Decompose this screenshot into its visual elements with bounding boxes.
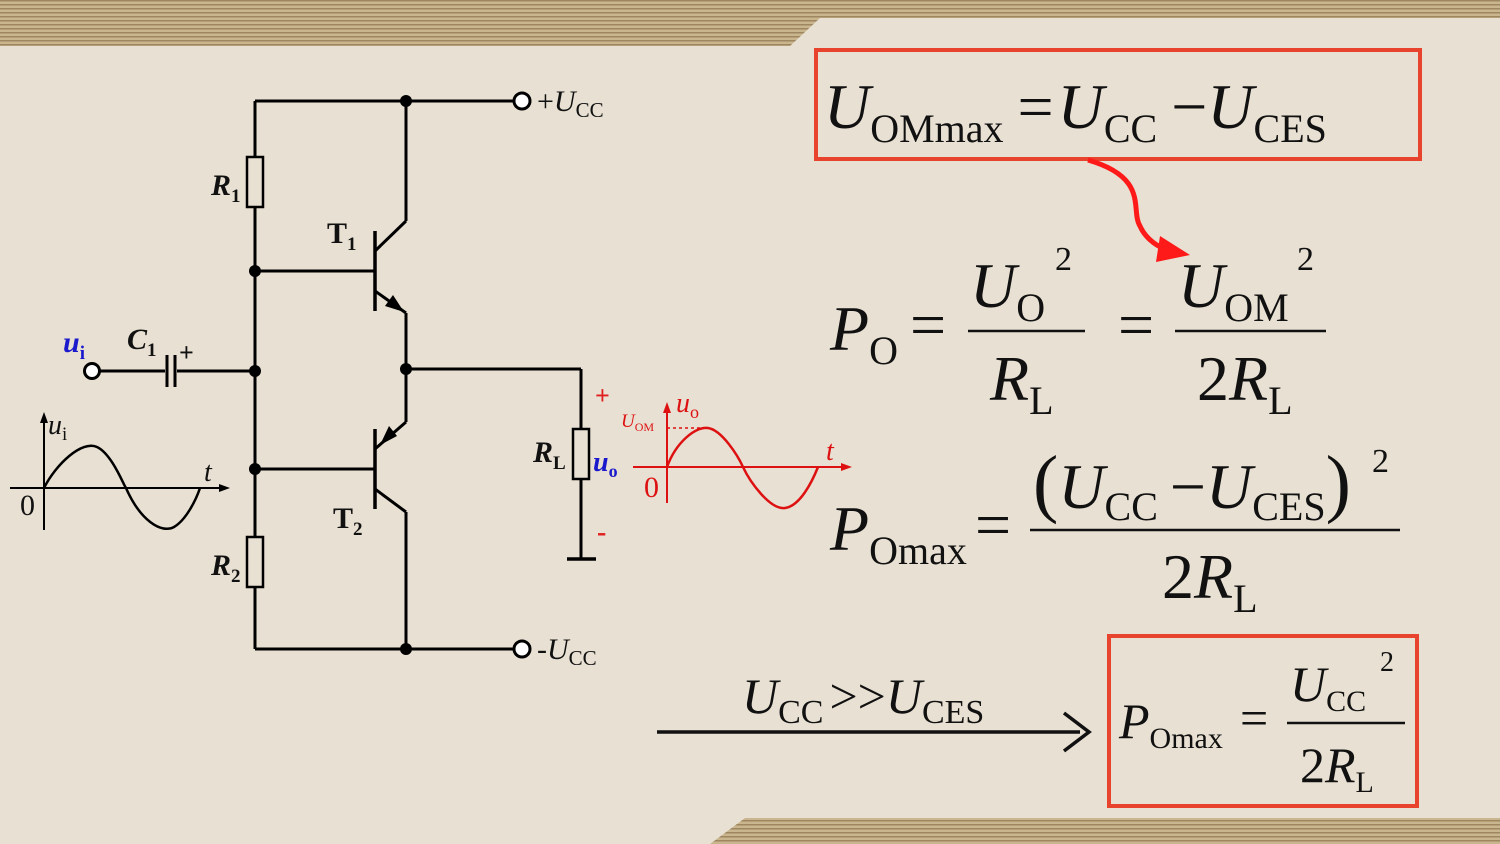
- formula-final-eq: =: [1240, 690, 1268, 746]
- junction-dot: [249, 463, 261, 475]
- formula-final-pow: 2: [1380, 647, 1394, 678]
- formula-po: PO = UO 2 RL = UOM 2 2RL: [829, 241, 1326, 423]
- formula-po-eq1: =: [910, 289, 946, 360]
- ui-axis-x-arrow: [219, 484, 230, 492]
- formula-po-num2: UOM: [1178, 250, 1289, 330]
- label-ui-input: ui: [63, 326, 85, 364]
- condition-arrowhead: [1062, 711, 1092, 753]
- transistor-t1-emitter-arrow: [385, 295, 404, 312]
- label-t1: T1: [327, 217, 357, 255]
- formula-po-eq2: =: [1118, 289, 1154, 360]
- resistor-r2-body: [245, 535, 265, 589]
- label-load-minus: -: [597, 517, 606, 548]
- terminal-input: [83, 362, 101, 380]
- top-band: [0, 0, 1500, 46]
- circuit-labels: +UCC -UCC R1 R2 T1 T2 C1 + RL: [127, 85, 604, 670]
- label-r2: R2: [210, 549, 241, 587]
- input-waveform: ui t 0: [10, 410, 230, 530]
- label-rl: RL: [532, 436, 566, 474]
- formula-final-lhs: POmax: [1118, 693, 1223, 755]
- condition-arrow: UCC>>UCES: [657, 668, 1092, 753]
- transistor-t1-collector: [373, 219, 408, 253]
- uo-peak-label: UOM: [621, 411, 654, 434]
- formula-pomax-lhs: POmax: [829, 493, 967, 573]
- junction-dot: [400, 363, 412, 375]
- label-c1-polarity: +: [179, 338, 194, 367]
- formula-po-den2: 2RL: [1197, 343, 1293, 423]
- resistor-rl-body: [571, 427, 591, 481]
- formula-final-den: 2RL: [1300, 737, 1374, 799]
- ui-sine-wave: [42, 444, 202, 530]
- ui-axis-y-label: ui: [48, 410, 67, 445]
- formula-pomax-pow: 2: [1372, 443, 1389, 480]
- derivation-arrow: [1087, 157, 1169, 253]
- circuit-diagram: [99, 99, 596, 651]
- transistor-t2-emitter-arrow: [380, 426, 397, 445]
- junction-dot: [400, 643, 412, 655]
- formula-final-box: [1107, 634, 1419, 808]
- formula-po-lhs: PO: [829, 293, 898, 373]
- formula-pomax-den: 2RL: [1162, 541, 1258, 621]
- uo-axis-x-arrow: [841, 463, 852, 471]
- ui-axis-y-arrow: [40, 412, 48, 423]
- formula-pomax: POmax = (UCC−UCES) 2 2RL: [829, 441, 1400, 621]
- formula-uommax-box: [814, 48, 1422, 161]
- circuit-junctions: [249, 95, 412, 655]
- formula-pomax-num: (UCC−UCES): [1033, 441, 1351, 529]
- formula-po-pow1: 2: [1055, 241, 1072, 278]
- derivation-arrowhead: [1156, 236, 1190, 262]
- terminal-vcc-neg: [512, 639, 532, 659]
- label-r1: R1: [210, 169, 241, 207]
- output-waveform: uo UOM t 0: [621, 388, 852, 510]
- uo-axis-x-label: t: [826, 436, 835, 467]
- formula-po-num1: UO: [970, 250, 1045, 330]
- resistor-r1-body: [245, 155, 265, 209]
- label-c1: C1: [127, 323, 157, 361]
- formula-final-num: UCC: [1290, 656, 1366, 718]
- ui-axis-origin: 0: [20, 489, 35, 522]
- uo-axis-y-arrow: [663, 402, 671, 413]
- junction-dot: [249, 365, 261, 377]
- label-vcc-neg: -UCC: [537, 633, 597, 670]
- junction-dot: [400, 95, 412, 107]
- label-uo-load: uo: [593, 447, 618, 481]
- junction-dot: [249, 265, 261, 277]
- uo-sine-wave: [665, 426, 820, 510]
- formula-po-pow2: 2: [1297, 241, 1314, 278]
- formula-pomax-eq: =: [975, 489, 1011, 560]
- formula-po-den1: RL: [989, 343, 1054, 423]
- label-vcc-pos: +UCC: [537, 85, 604, 122]
- label-load-plus: +: [595, 381, 610, 410]
- formula-uommax: UOMmax=UCC−UCES: [824, 71, 1327, 151]
- bottom-band: [710, 818, 1500, 844]
- formula-final: POmax = UCC 2 2RL: [1118, 647, 1405, 799]
- condition-label: UCC>>UCES: [742, 668, 984, 731]
- ui-axis-x-label: t: [204, 457, 213, 488]
- transistor-t2-collector: [374, 487, 407, 514]
- terminal-vcc-pos: [512, 91, 532, 111]
- label-t2: T2: [333, 502, 363, 540]
- uo-axis-origin: 0: [644, 471, 659, 504]
- uo-axis-y-label: uo: [676, 388, 699, 422]
